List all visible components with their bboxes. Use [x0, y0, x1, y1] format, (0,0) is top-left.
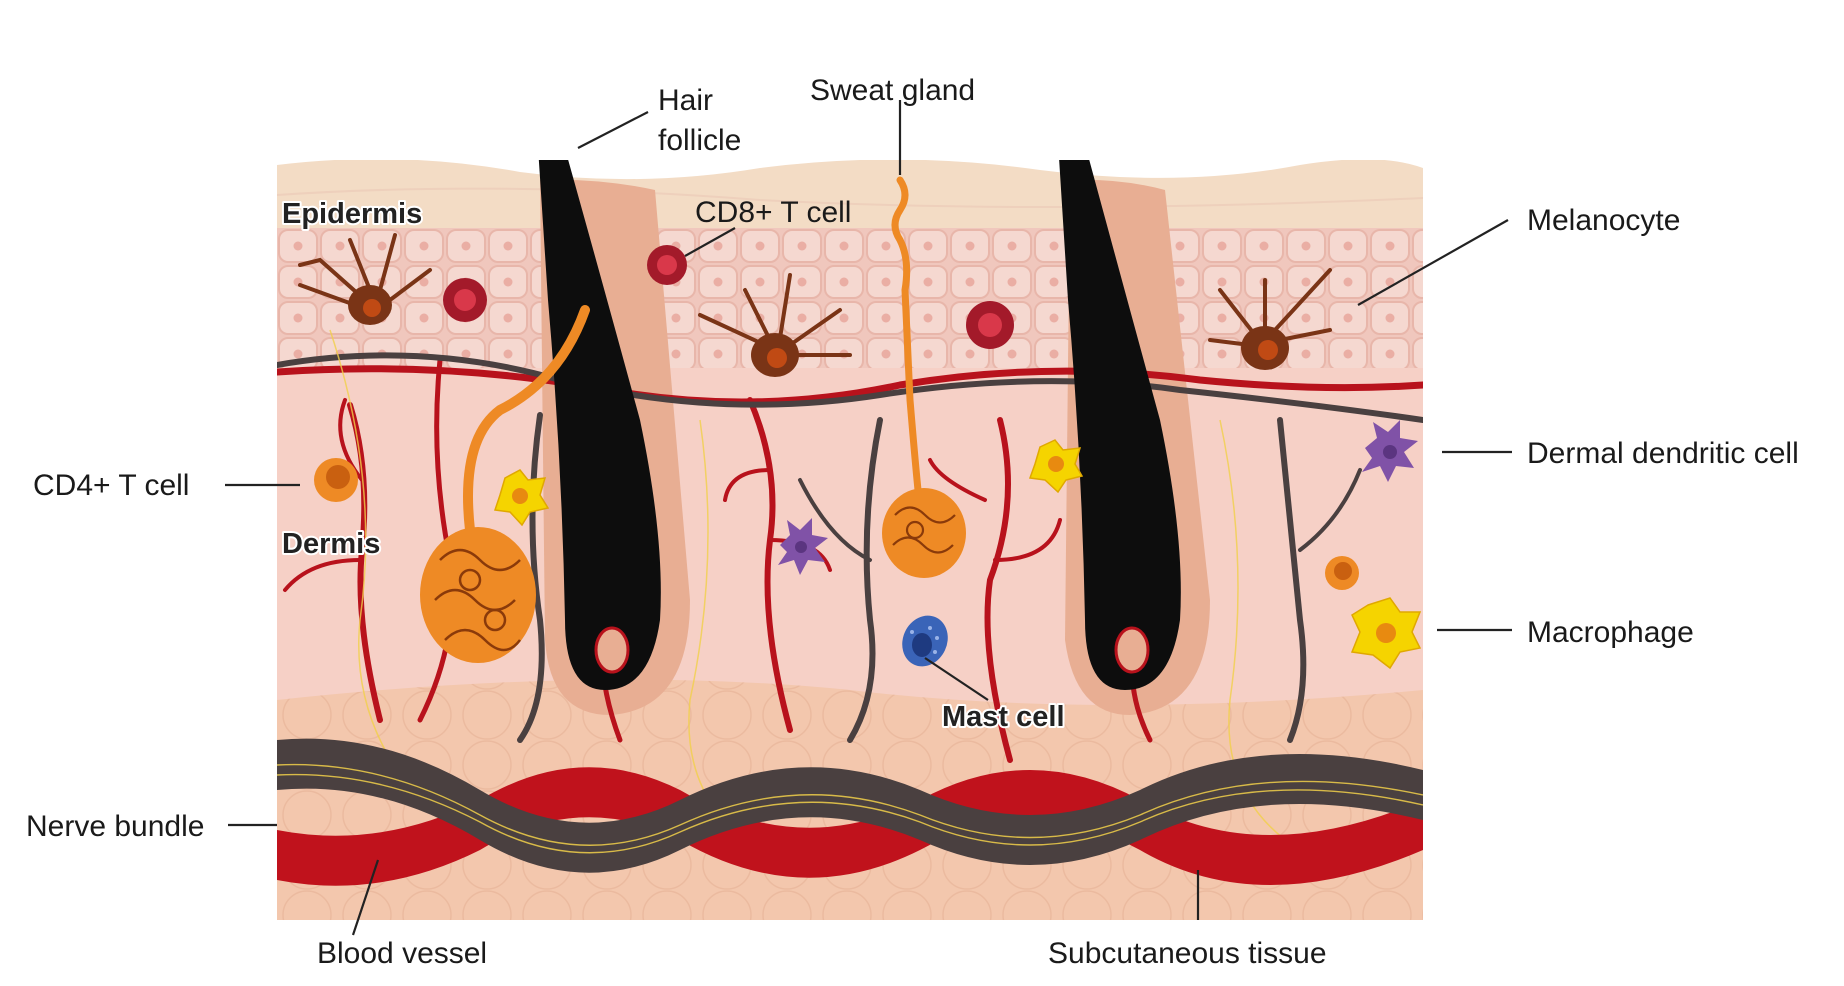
- leader-lines: [225, 100, 1512, 936]
- melanocyte-cell: [698, 273, 852, 377]
- label-macrophage: Macrophage: [1527, 616, 1694, 649]
- label-cd4-t-cell: CD4+ T cell: [33, 469, 189, 502]
- label-epidermis: Epidermis: [282, 198, 422, 230]
- label-dermal-dendritic-cell: Dermal dendritic cell: [1527, 437, 1799, 470]
- dermal-nerves: [277, 352, 1423, 743]
- melanocyte-cell: [298, 233, 432, 325]
- dermal-dendritic-cell: [1362, 420, 1418, 482]
- cd8-t-cell: [647, 245, 687, 285]
- label-nerve-bundle: Nerve bundle: [26, 810, 204, 843]
- hair-follicle-left: [538, 160, 661, 690]
- sweat-gland-center: [882, 176, 966, 578]
- hair-follicle-right: [1059, 160, 1181, 690]
- label-hair-follicle-line2: follicle: [658, 124, 741, 157]
- sweat-gland-left: [420, 305, 590, 663]
- label-cd8-t-cell: CD8+ T cell: [695, 196, 851, 229]
- label-melanocyte: Melanocyte: [1527, 204, 1680, 237]
- label-blood-vessel: Blood vessel: [317, 937, 487, 970]
- mast-cell: [902, 615, 948, 667]
- label-subcutaneous-tissue: Subcutaneous tissue: [1048, 937, 1327, 970]
- tissue-block: [277, 160, 1423, 920]
- melanocyte-cell: [1208, 268, 1332, 370]
- dermal-dendritic-cell: [778, 518, 828, 575]
- macrophage-cell: [1350, 597, 1422, 670]
- large-blood-vessel: [277, 767, 1423, 886]
- label-sweat-gland: Sweat gland: [810, 74, 975, 107]
- label-dermis: Dermis: [282, 528, 380, 560]
- macrophage-cell: [494, 469, 550, 527]
- cd8-t-cell: [443, 278, 487, 322]
- cd4-t-cell: [314, 458, 358, 502]
- label-mast-cell: Mast cell: [942, 701, 1065, 733]
- cd4-t-cell: [1325, 556, 1359, 590]
- macrophage-cell: [1028, 439, 1084, 494]
- label-hair-follicle-line1: Hair: [658, 84, 713, 117]
- cd8-t-cell: [966, 301, 1014, 349]
- large-nerve-bundle: [277, 738, 1423, 873]
